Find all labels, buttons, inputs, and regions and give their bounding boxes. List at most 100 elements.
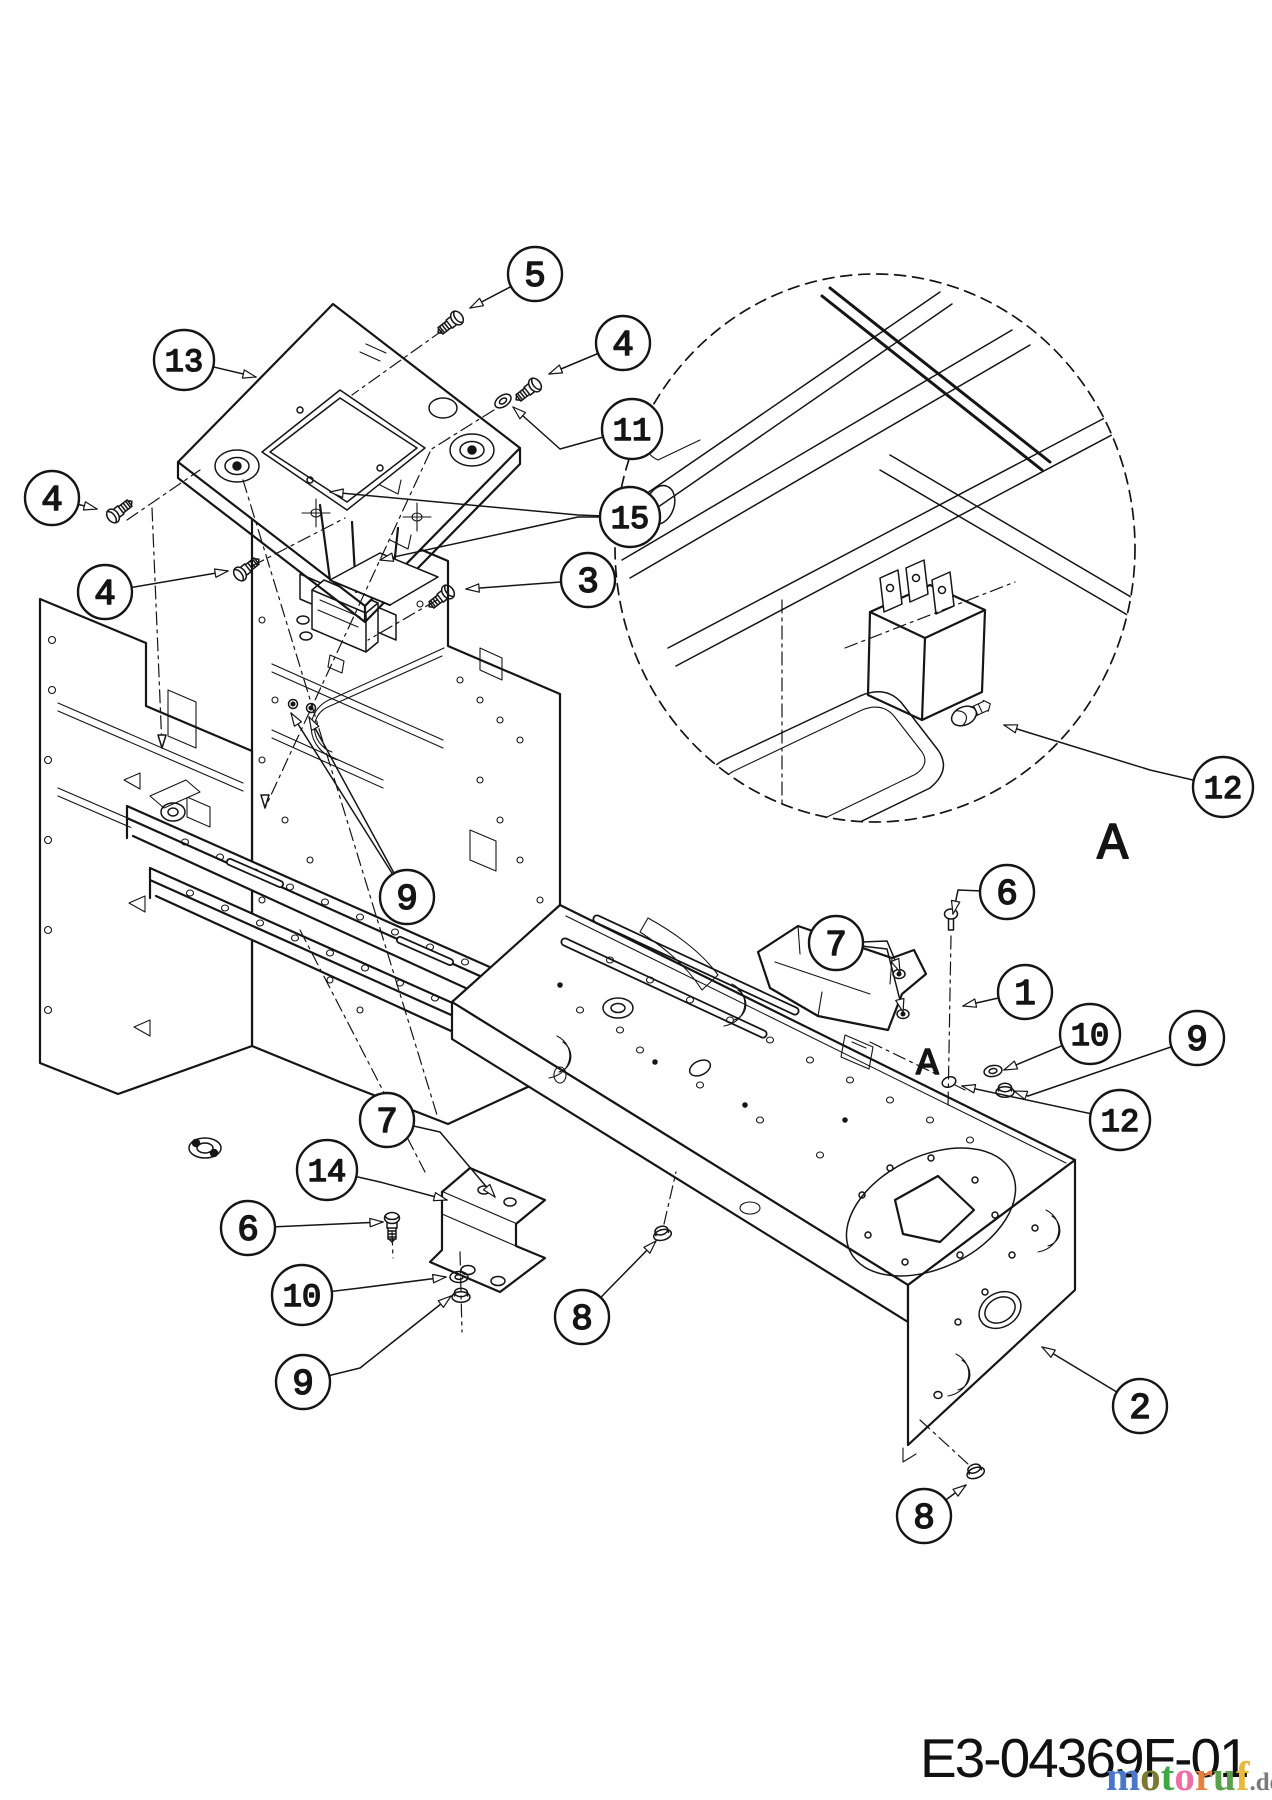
callout-bubble xyxy=(358,1091,416,1149)
watermark-letter: f xyxy=(1235,1753,1250,1799)
callout-9: 9 xyxy=(1168,1009,1226,1067)
callout-number: 12 xyxy=(1101,1104,1139,1141)
callout-bubble xyxy=(807,914,865,972)
callout-bubble xyxy=(152,328,216,392)
watermark-letter: m xyxy=(1106,1753,1141,1799)
callout-number: 9 xyxy=(292,1364,314,1405)
leader-arrowhead xyxy=(432,1273,447,1284)
callout-9: 9 xyxy=(378,868,436,926)
callout-bubble xyxy=(553,1288,611,1346)
callout-number: 9 xyxy=(1186,1020,1208,1061)
leader-arrowhead xyxy=(643,1240,657,1254)
callout-8: 8 xyxy=(895,1487,953,1545)
leader-arrowhead xyxy=(548,364,564,375)
callout-bubble xyxy=(378,868,436,926)
leader-arrowhead xyxy=(369,1217,384,1228)
callout-number: 4 xyxy=(612,325,634,366)
rail-pivot xyxy=(149,779,201,822)
callout-number: 7 xyxy=(376,1102,398,1143)
callout-number: 11 xyxy=(613,413,651,450)
callout-11: 11 xyxy=(600,397,664,461)
bracket-bolt xyxy=(941,1075,966,1091)
callout-8: 8 xyxy=(553,1288,611,1346)
callout-number: 1 xyxy=(1014,974,1036,1015)
detail-view-label: A xyxy=(1097,815,1129,874)
watermark-logo: motoruf.de xyxy=(1106,1752,1272,1800)
watermark-letter: r xyxy=(1194,1753,1214,1799)
callout-10: 10 xyxy=(270,1263,334,1327)
leader-arrowhead xyxy=(961,1084,977,1094)
section-marker-label: A xyxy=(916,1043,939,1086)
leader-arrowhead xyxy=(962,998,978,1008)
leader-arrowhead xyxy=(213,568,229,578)
callout-bubble xyxy=(76,563,134,621)
callout-4: 4 xyxy=(594,314,652,372)
callout-bubble xyxy=(506,245,564,303)
callout-number: 10 xyxy=(283,1279,321,1316)
callout-bubble xyxy=(219,1199,277,1257)
callout-bubble xyxy=(23,469,81,527)
leader-arrowhead xyxy=(890,957,901,973)
callout-bubble xyxy=(559,551,617,609)
callout-bubble xyxy=(1168,1009,1226,1067)
callout-bubble xyxy=(594,314,652,372)
callout-number: 8 xyxy=(913,1498,935,1539)
leader-arrowhead xyxy=(1041,1346,1056,1358)
tray-fasteners xyxy=(103,307,545,1116)
callout-number: 13 xyxy=(165,344,203,381)
callout-7: 7 xyxy=(358,1091,416,1149)
callout-4: 4 xyxy=(76,563,134,621)
leader-arrowhead xyxy=(82,501,98,511)
frame-nut-mid xyxy=(650,1171,677,1244)
engine-opening xyxy=(845,1147,1017,1277)
leader-line xyxy=(308,716,408,898)
callout-13: 13 xyxy=(152,328,216,392)
callout-number: 15 xyxy=(611,501,649,538)
leader-arrowhead xyxy=(1003,1060,1019,1071)
battery-tray xyxy=(176,302,522,624)
callout-number: 14 xyxy=(308,1154,346,1191)
leader-arrowhead xyxy=(950,899,961,915)
callout-9: 9 xyxy=(274,1353,332,1411)
callout-number: 5 xyxy=(524,256,546,297)
callout-6: 6 xyxy=(978,863,1036,921)
leader-arrowhead xyxy=(952,1484,967,1497)
frame-nut-bottom xyxy=(919,1419,987,1482)
detail-circle-view xyxy=(614,273,1136,823)
tray-support-bracket xyxy=(318,479,439,607)
callout-4: 4 xyxy=(23,469,81,527)
leader-line xyxy=(290,712,408,898)
callout-1: 1 xyxy=(996,963,1054,1021)
leader-arrowhead xyxy=(482,1183,496,1198)
callout-3: 3 xyxy=(559,551,617,609)
leader-arrowhead xyxy=(469,297,485,309)
front-face-features xyxy=(933,1209,1061,1400)
tray-crosshairs xyxy=(301,498,432,532)
leader-arrowhead xyxy=(465,583,480,593)
deck-holes xyxy=(553,956,975,1215)
callout-number: 10 xyxy=(1071,1018,1109,1055)
watermark-letter: o xyxy=(1174,1753,1195,1799)
callout-number: 8 xyxy=(571,1299,593,1340)
drawing-number: E3-04369F-01 xyxy=(920,1727,1250,1789)
callout-number: 12 xyxy=(1204,771,1242,808)
watermark-letter: t xyxy=(1160,1753,1175,1799)
callout-14: 14 xyxy=(295,1138,359,1202)
leader-line xyxy=(1003,724,1224,788)
callout-bubble xyxy=(295,1138,359,1202)
callout-bubble xyxy=(895,1487,953,1545)
leader-arrowhead xyxy=(241,369,257,379)
callout-6: 6 xyxy=(219,1199,277,1257)
watermark-letter: o xyxy=(1140,1753,1161,1799)
callout-bubble xyxy=(1191,755,1255,819)
callout-bubble xyxy=(1058,1002,1122,1066)
detail-bolt xyxy=(950,699,991,727)
callout-number: 4 xyxy=(94,574,116,615)
callout-10: 10 xyxy=(1058,1002,1122,1066)
callout-bubble xyxy=(274,1353,332,1411)
callout-bubble xyxy=(996,963,1054,1021)
leader-arrowhead xyxy=(290,712,303,727)
